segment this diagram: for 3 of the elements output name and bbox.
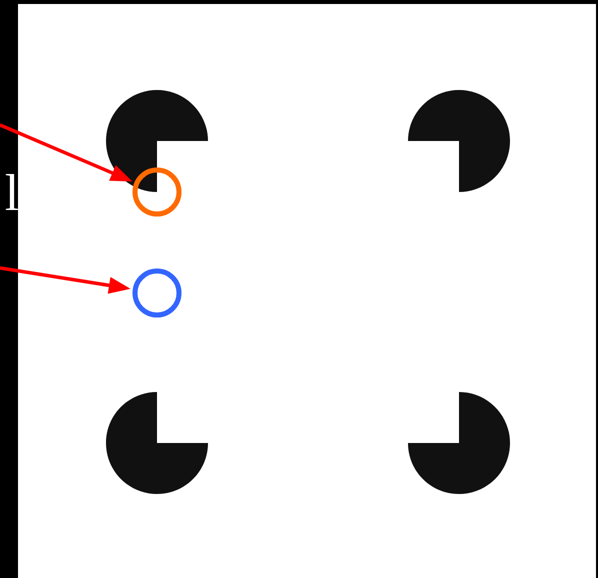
ring-marker: [132, 168, 182, 216]
ring-marker: [132, 268, 182, 318]
text-fragment: l: [6, 174, 18, 210]
